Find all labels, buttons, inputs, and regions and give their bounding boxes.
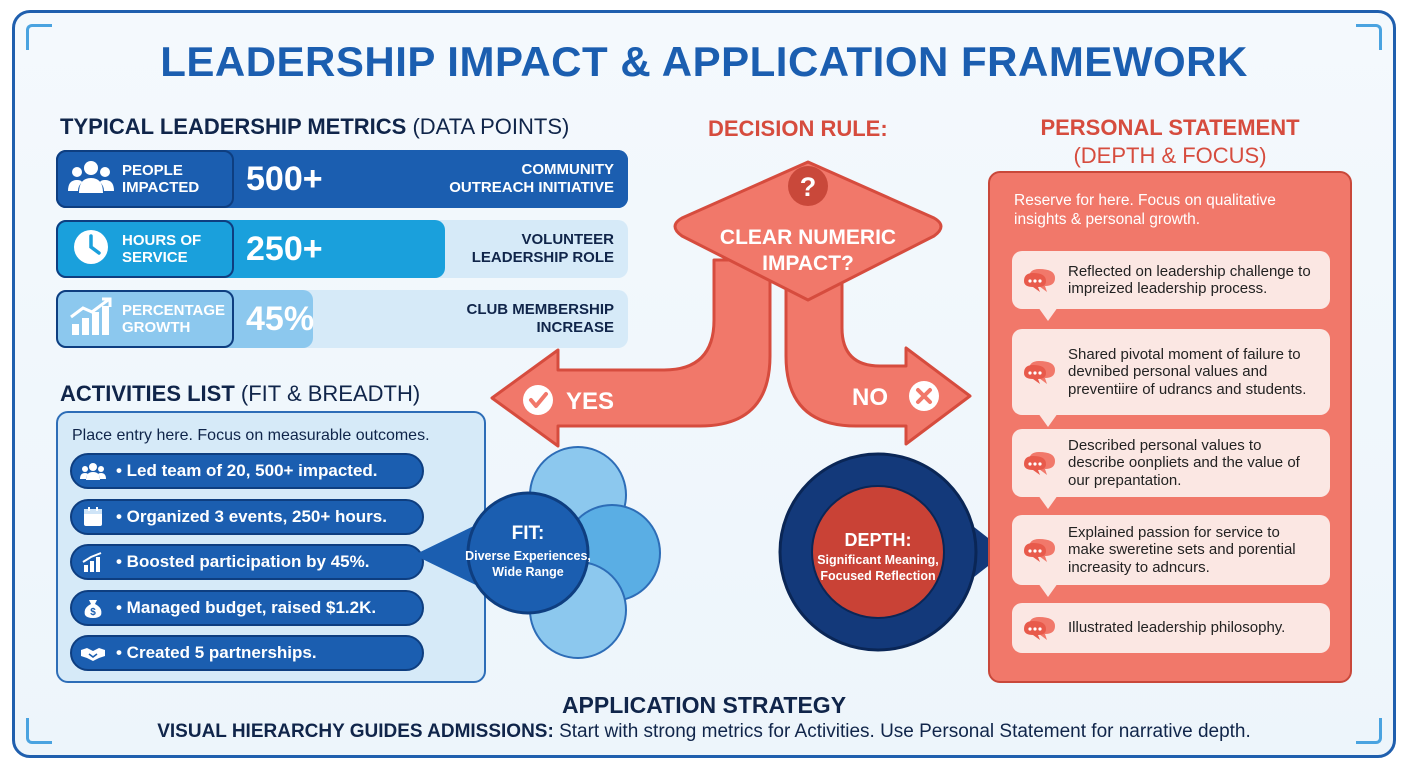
- strategy-text: VISUAL HIERARCHY GUIDES ADMISSIONS: Star…: [0, 721, 1408, 743]
- bubble-tail: [1038, 307, 1058, 321]
- growth-chart-icon: [68, 297, 114, 341]
- corner-accent: [26, 24, 52, 50]
- statement-item: Explained passion for service to make sw…: [1012, 515, 1330, 597]
- personal-statement-heading-note: (DEPTH & FOCUS): [1073, 143, 1267, 168]
- statement-item-text: Explained passion for service to make sw…: [1068, 523, 1296, 576]
- calendar-icon: [80, 506, 106, 528]
- activity-item-text: • Managed budget, raised $1.2K.: [116, 597, 377, 617]
- activities-note: Place entry here. Focus on measurable ou…: [72, 427, 430, 444]
- metrics-heading-note: (DATA POINTS): [412, 114, 570, 139]
- people-icon: [68, 157, 114, 201]
- personal-statement-note: Reserve for here. Focus on qualitative i…: [1014, 192, 1276, 228]
- speech-bubble-icon: [1022, 613, 1056, 643]
- activity-item: $ • Managed budget, raised $1.2K.: [70, 589, 424, 626]
- handshake-icon: [80, 642, 106, 664]
- bubble-tail: [1038, 495, 1058, 509]
- metrics-heading-text: TYPICAL LEADERSHIP METRICS: [60, 114, 407, 139]
- strategy-bold: VISUAL HIERARCHY GUIDES ADMISSIONS:: [157, 721, 554, 742]
- metric-value: 500+: [246, 160, 323, 198]
- strategy-heading: APPLICATION STRATEGY: [561, 692, 847, 718]
- strategy-body: Start with strong metrics for Activities…: [553, 721, 1251, 742]
- speech-bubble-icon: [1022, 535, 1056, 565]
- activity-item-text: • Created 5 partnerships.: [116, 643, 317, 662]
- speech-bubble-icon: [1022, 265, 1056, 295]
- corner-accent: [1356, 718, 1382, 744]
- bubble-tail: [1038, 413, 1058, 427]
- activities-heading-note: (FIT & BREADTH): [240, 381, 421, 406]
- activity-item: • Created 5 partnerships.: [70, 635, 424, 671]
- activity-item: • Led team of 20, 500+ impacted.: [70, 453, 424, 489]
- personal-statement-heading-text: PERSONAL STATEMENT: [1040, 115, 1300, 140]
- speech-bubble-icon: [1022, 357, 1056, 387]
- corner-accent: [1356, 24, 1382, 50]
- bar-chart-icon: [80, 551, 106, 573]
- metrics-heading: TYPICAL LEADERSHIP METRICS (DATA POINTS): [60, 114, 569, 140]
- statement-item: Illustrated leadership philosophy.: [1012, 603, 1330, 653]
- statement-item-text: Shared pivotal moment of failure to devn…: [1068, 345, 1307, 398]
- activity-item-text: • Organized 3 events, 250+ hours.: [116, 506, 387, 526]
- money-bag-icon: $: [80, 597, 106, 619]
- activity-item: • Boosted participation by 45%.: [70, 544, 424, 580]
- activity-item-text: • Boosted participation by 45%.: [116, 552, 370, 571]
- corner-accent: [26, 718, 52, 744]
- bubble-tail: [1038, 583, 1058, 597]
- page-title: LEADERSHIP IMPACT & APPLICATION FRAMEWOR…: [160, 38, 1248, 85]
- personal-statement-heading: PERSONAL STATEMENT (DEPTH & FOCUS): [990, 114, 1350, 170]
- personal-statement-box: Reserve for here. Focus on qualitative i…: [988, 171, 1352, 683]
- clock-icon: [68, 227, 114, 271]
- metric-value: 250+: [246, 230, 323, 268]
- activity-item: • Organized 3 events, 250+ hours.: [70, 498, 424, 535]
- team-icon: [80, 460, 106, 482]
- activity-item-text: • Led team of 20, 500+ impacted.: [116, 461, 378, 480]
- statement-item: Reflected on leadership challenge to imp…: [1012, 251, 1330, 321]
- statement-item-text: Reflected on leadership challenge to imp…: [1068, 262, 1311, 298]
- activities-box: Place entry here. Focus on measurable ou…: [56, 411, 486, 683]
- metric-value: 45%: [246, 300, 315, 338]
- statement-item-text: Described personal values to describe oo…: [1068, 436, 1300, 489]
- svg-text:$: $: [90, 607, 96, 618]
- speech-bubble-icon: [1022, 448, 1056, 478]
- statement-item-text: Illustrated leadership philosophy.: [1068, 619, 1286, 637]
- statement-item: Described personal values to describe oo…: [1012, 429, 1330, 509]
- statement-item: Shared pivotal moment of failure to devn…: [1012, 329, 1330, 427]
- activities-heading: ACTIVITIES LIST (FIT & BREADTH): [60, 381, 420, 407]
- decision-heading: DECISION RULE:: [708, 116, 888, 141]
- activities-heading-text: ACTIVITIES LIST: [60, 381, 235, 406]
